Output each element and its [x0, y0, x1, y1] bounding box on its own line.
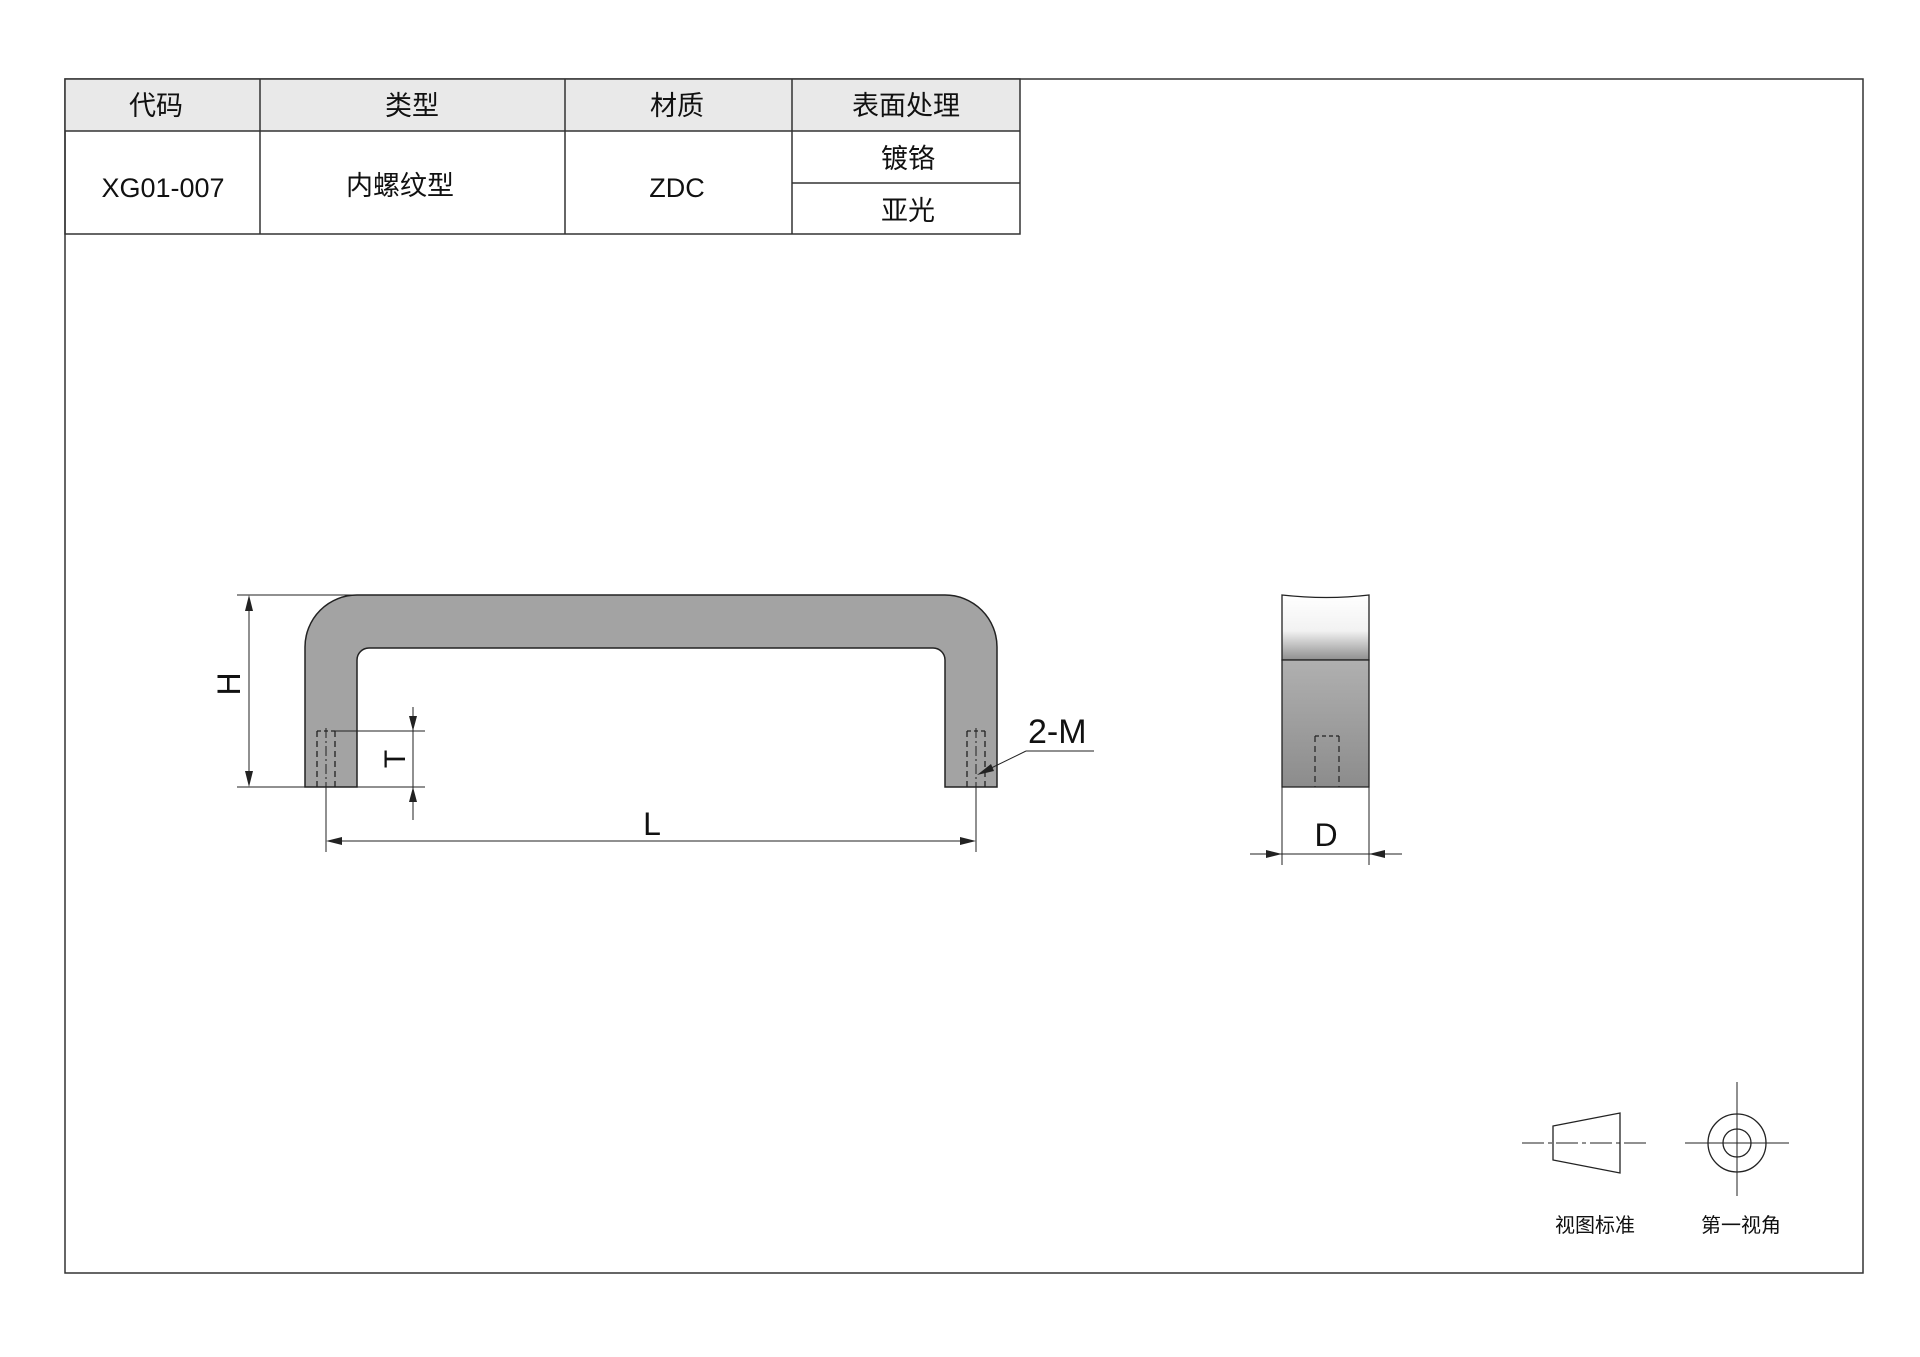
header-surface-treatment: 表面处理: [852, 91, 960, 122]
dimension-height: H: [211, 594, 357, 788]
header-code: 代码: [129, 91, 183, 122]
dimension-arrow: [409, 787, 417, 802]
projection-symbol: 视图标准 第一视角: [1522, 1082, 1789, 1237]
truncated-cone-side-view: [1552, 1112, 1621, 1174]
product-code: XG01-007: [101, 173, 224, 203]
product-type: 内螺纹型: [346, 171, 454, 202]
view-standard-label: 视图标准: [1555, 1213, 1635, 1237]
dimension-arrow: [409, 716, 417, 731]
dimension-thread-depth: T: [335, 707, 425, 820]
dimension-label-t: T: [379, 750, 412, 768]
thread-callout: 2-M: [977, 713, 1094, 775]
dimension-arrow: [1369, 850, 1385, 858]
dimension-arrow: [245, 595, 253, 611]
dimension-label-h: H: [211, 672, 247, 695]
product-material: ZDC: [649, 173, 705, 203]
dimension-arrow: [326, 837, 342, 845]
surface-treatment-matte: 亚光: [881, 196, 935, 227]
table-border: [64, 78, 1021, 235]
handle-front-view: [304, 594, 998, 790]
header-material: 材质: [650, 91, 704, 122]
first-angle-label: 第一视角: [1701, 1213, 1781, 1237]
table-header-background: [65, 79, 1020, 131]
dimension-label-d: D: [1314, 817, 1337, 853]
dimension-label-l: L: [643, 806, 661, 842]
dimension-arrow: [245, 771, 253, 787]
dimension-depth: D: [1250, 787, 1402, 865]
spec-table: 代码 类型 材质 表面处理 XG01-007 内螺纹型 ZDC 镀铬 亚光: [64, 78, 1021, 235]
truncated-cone-end-view-outer: [1707, 1113, 1767, 1173]
surface-treatment-chrome: 镀铬: [881, 144, 935, 175]
dimension-length: L: [325, 790, 977, 852]
dimension-arrow: [1266, 850, 1282, 858]
side-view-body: [1281, 659, 1370, 788]
header-type: 类型: [385, 91, 439, 122]
truncated-cone-end-view-inner: [1722, 1128, 1752, 1158]
side-view-top-face: [1281, 594, 1370, 661]
dimension-arrow: [960, 837, 976, 845]
thread-callout-label: 2-M: [1028, 713, 1087, 751]
handle-body: [304, 594, 998, 788]
leader-arrow: [977, 764, 994, 775]
handle-side-view: [1281, 594, 1370, 788]
